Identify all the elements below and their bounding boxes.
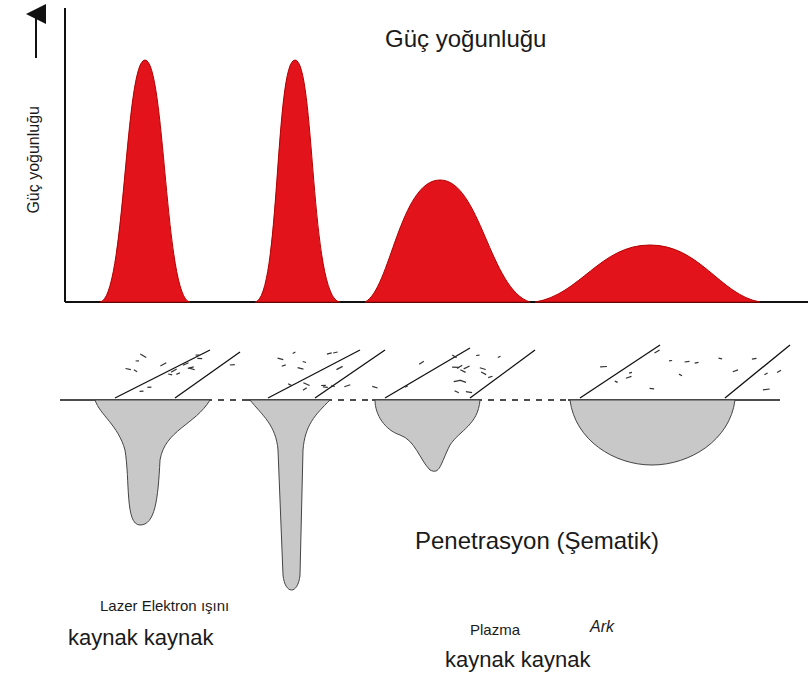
power-peaks [100, 60, 760, 302]
axis-label: Güç yoğunluğu [25, 106, 43, 214]
process-name: Ark [590, 618, 614, 636]
process-word: kaynak kaynak [68, 626, 214, 650]
y-axis [64, 8, 66, 302]
process-name: Plazma [470, 622, 520, 639]
process-name: Lazer Elektron ışını [100, 598, 229, 615]
chart-heading: Güç yoğunluğu [385, 26, 546, 52]
process-word: kaynak kaynak [445, 648, 591, 672]
axis-arrow [35, 14, 37, 58]
spatter-dashes [126, 350, 782, 393]
penetration-shapes [95, 400, 735, 590]
penetration-caption: Penetrasyon (Şematik) [415, 528, 659, 554]
plate-gaps [212, 399, 568, 401]
beam-lines [115, 345, 790, 398]
